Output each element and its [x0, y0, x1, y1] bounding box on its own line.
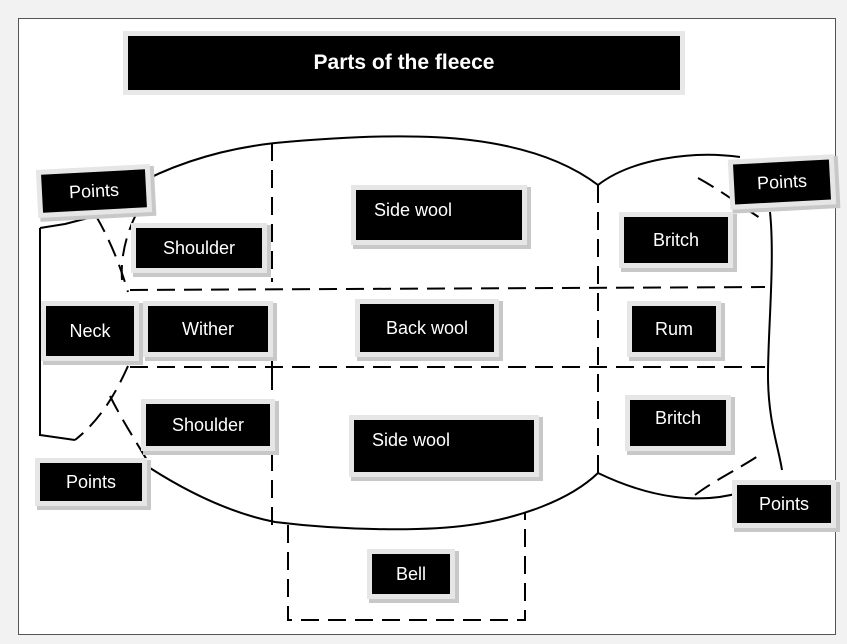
outline-neck	[39, 215, 97, 441]
label-shoulder-top: Shoulder	[136, 228, 262, 268]
bell-outline	[287, 512, 526, 621]
outline-bottom-left	[149, 467, 599, 531]
neck-curve-bottom	[74, 365, 129, 441]
label-points-top-left: Points	[41, 169, 147, 213]
neck-curve-low	[109, 395, 151, 466]
outline-top-left	[129, 135, 599, 189]
label-shoulder-bottom: Shoulder	[146, 404, 270, 446]
points-right-bottom-line	[694, 455, 759, 496]
outline-top-right	[597, 153, 741, 186]
diagram-title: Parts of the fleece	[128, 36, 680, 90]
label-points-bottom-right: Points	[737, 485, 831, 523]
label-rum: Rum	[632, 306, 716, 352]
label-points-bottom-left: Points	[40, 463, 142, 501]
label-back-wool: Back wool	[360, 304, 494, 352]
divider-horizontal-top	[129, 286, 766, 291]
neck-curve-top	[95, 215, 129, 293]
points-right-top-line	[697, 177, 761, 219]
label-wither: Wither	[148, 306, 268, 352]
label-side-wool-bottom: Side wool	[354, 420, 534, 472]
label-bell: Bell	[372, 554, 450, 594]
label-britch-top: Britch	[624, 217, 728, 263]
label-side-wool-top: Side wool	[356, 190, 522, 240]
label-neck: Neck	[46, 306, 134, 356]
label-britch-bottom: Britch	[630, 400, 726, 446]
outline-bottom-right	[597, 472, 743, 500]
outline-right	[766, 211, 783, 471]
label-points-top-right: Points	[733, 159, 831, 205]
